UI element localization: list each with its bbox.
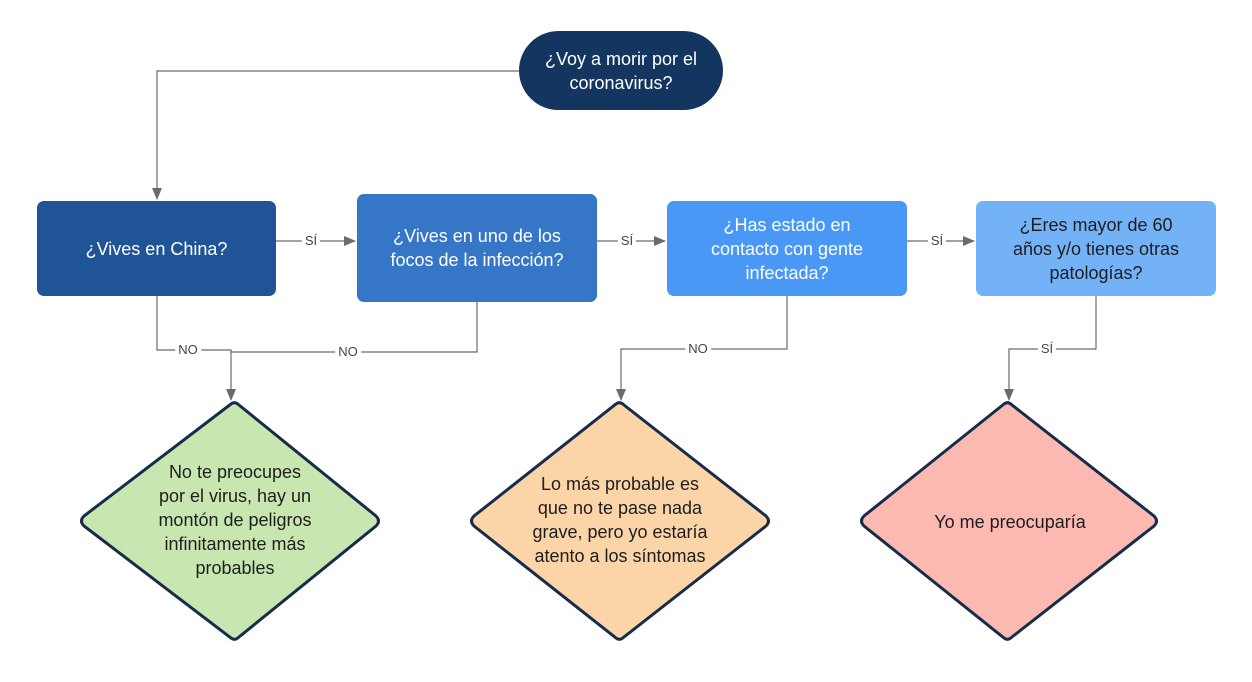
edge-label-contact-yes: SÍ	[927, 233, 947, 249]
question-contact-text: ¿Has estado en contacto con gente infect…	[710, 214, 864, 283]
outcome-worry-text: Yo me preocuparía	[934, 512, 1086, 532]
edge-label-contact-no: NO	[685, 341, 711, 357]
question-age-text: ¿Eres mayor de 60 años y/o tienes otras …	[1012, 214, 1180, 283]
outcome-diamond-probably-fine-shape	[470, 401, 770, 641]
outcome-diamond-no-worry-shape	[80, 401, 380, 641]
edge-label-china-no: NO	[175, 342, 201, 358]
edge-label-china-yes: SÍ	[301, 233, 321, 249]
edge-label-focus-no: NO	[335, 344, 361, 360]
question-box-age-shape	[976, 201, 1216, 296]
question-box-contact-shape	[667, 201, 907, 296]
start-node-text: ¿Voy a morir por el coronavirus?	[544, 48, 698, 93]
outcome-probably-fine-text: Lo más probable es que no te pase nada g…	[532, 474, 708, 566]
question-box-china-shape	[37, 201, 276, 296]
connector-start-to-china	[152, 70, 519, 200]
connector-focus-no	[231, 302, 478, 353]
start-node-shape	[519, 31, 723, 110]
outcome-no-worry-text: No te preocupes por el virus, hay un mon…	[158, 462, 312, 578]
edge-label-focus-yes: SÍ	[617, 233, 637, 249]
question-box-focus-shape	[357, 194, 597, 302]
question-focus-text: ¿Vives en uno de los focos de la infecci…	[390, 226, 564, 270]
outcome-diamond-worry-shape	[860, 401, 1158, 641]
question-china-text: ¿Vives en China?	[85, 238, 228, 259]
edge-label-age-yes: SÍ	[1037, 341, 1057, 357]
